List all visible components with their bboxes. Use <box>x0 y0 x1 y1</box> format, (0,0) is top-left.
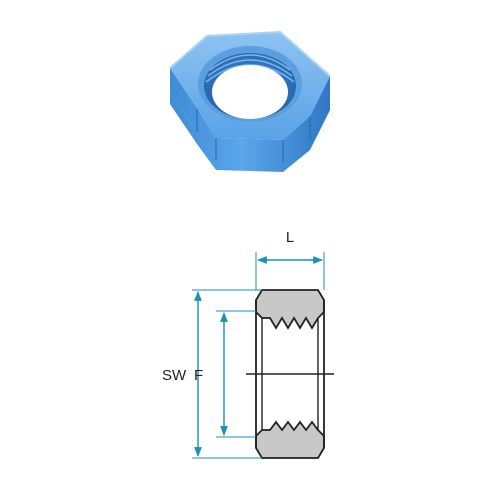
f-label: F <box>194 367 203 384</box>
upper-wall-section <box>255 289 325 330</box>
length-label: L <box>286 229 294 246</box>
cross-section-drawing: L SW F <box>162 229 334 459</box>
sw-label: SW <box>162 367 187 384</box>
hex-nut-image <box>169 30 331 172</box>
lower-wall-section <box>255 420 325 459</box>
